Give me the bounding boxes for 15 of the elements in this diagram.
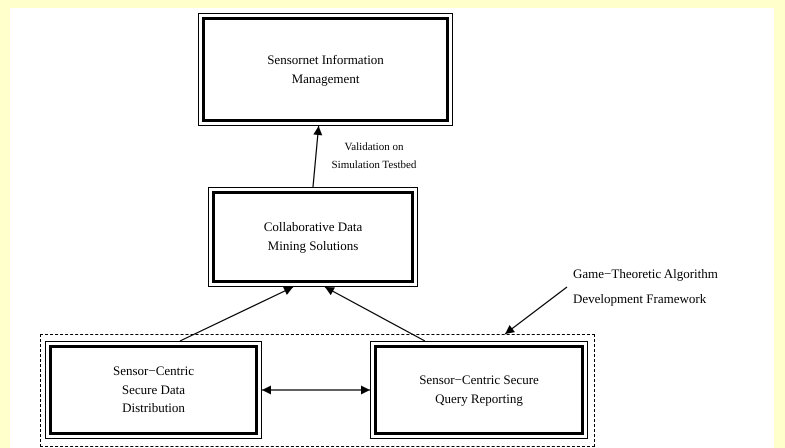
box-label: Collaborative Data Mining Solutions bbox=[263, 218, 363, 255]
annotation-text: Game−Theoretic Algorithm Development Framework bbox=[573, 265, 719, 308]
leader-arrow bbox=[504, 286, 568, 334]
arrow bbox=[324, 286, 426, 342]
box-label: Sensornet Information Management bbox=[266, 50, 385, 88]
process-box bbox=[370, 341, 588, 439]
arrow bbox=[180, 286, 294, 342]
arrow bbox=[262, 386, 370, 394]
box-label: Sensor−Centric Secure Query Reporting bbox=[418, 371, 540, 408]
dashed-group-box bbox=[40, 334, 595, 447]
process-box bbox=[45, 341, 262, 439]
process-box bbox=[208, 187, 418, 287]
arrow bbox=[312, 126, 322, 188]
process-box bbox=[198, 13, 453, 126]
box-label: Sensor−Centric Secure Data Distribution bbox=[112, 362, 195, 418]
